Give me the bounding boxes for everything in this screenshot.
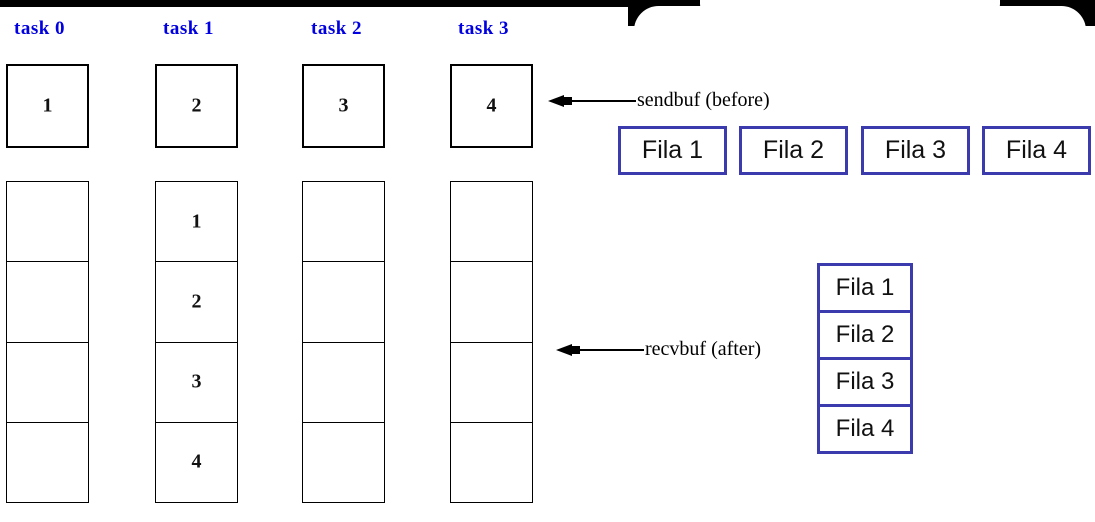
recvbuf-cell	[302, 421, 385, 503]
recvbuf-cell	[6, 181, 89, 262]
recvbuf-cell	[450, 261, 533, 342]
sendbuf-value-task-1: 2	[191, 94, 202, 117]
task-label-0: task 0	[14, 18, 66, 39]
top-black-band	[0, 0, 1095, 7]
recvbuf-cell	[302, 181, 385, 262]
sendbuf-value-task-2: 3	[338, 94, 349, 117]
recvbuf-cell	[6, 261, 89, 342]
recvbuf-annotation: recvbuf (after)	[645, 338, 762, 360]
task-label-1: task 1	[163, 18, 215, 39]
fila-stack-item-2: Fila 2	[817, 310, 913, 357]
recvbuf-cell	[450, 421, 533, 503]
fila-stack-item-2-label: Fila 2	[835, 321, 895, 348]
sendbuf-box-task-3: 4	[450, 64, 533, 148]
recvbuf-cell	[450, 341, 533, 422]
sendbuf-arrow-icon	[548, 95, 636, 107]
recvbuf-cell	[6, 341, 89, 422]
recvbuf-cell	[6, 421, 89, 503]
recvbuf-column-task-1: 1 2 3 4	[155, 181, 238, 503]
fila-box-row-3: Fila 3	[861, 126, 970, 175]
task-label-2: task 2	[311, 18, 363, 39]
recvbuf-column-task-2	[302, 181, 385, 503]
fila-stack-item-3: Fila 3	[817, 357, 913, 404]
fila-stack: Fila 1 Fila 2 Fila 3 Fila 4	[817, 263, 913, 454]
sendbuf-value-task-0: 1	[42, 94, 53, 117]
fila-box-row-1-label: Fila 1	[641, 136, 704, 164]
white-overlay-blob-secondary	[700, 0, 1000, 18]
recvbuf-cell	[302, 341, 385, 422]
sendbuf-box-task-0: 1	[6, 64, 89, 148]
recvbuf-value: 2	[191, 290, 202, 313]
sendbuf-value-task-3: 4	[486, 94, 497, 117]
fila-stack-item-3-label: Fila 3	[835, 368, 895, 395]
recvbuf-value: 3	[191, 370, 202, 393]
recvbuf-cell: 3	[155, 341, 238, 422]
recvbuf-cell: 4	[155, 421, 238, 503]
sendbuf-annotation: sendbuf (before)	[637, 89, 770, 111]
recvbuf-column-task-3	[450, 181, 533, 503]
sendbuf-box-task-1: 2	[155, 64, 238, 148]
fila-box-row-3-label: Fila 3	[884, 136, 947, 164]
fila-box-row-4-label: Fila 4	[1005, 136, 1068, 164]
recvbuf-arrow-icon	[556, 344, 644, 356]
sendbuf-box-task-2: 3	[302, 64, 385, 148]
fila-stack-item-4: Fila 4	[817, 404, 913, 454]
task-label-3: task 3	[458, 18, 510, 39]
recvbuf-cell: 2	[155, 261, 238, 342]
fila-stack-item-4-label: Fila 4	[835, 415, 895, 442]
recvbuf-cell	[450, 181, 533, 262]
fila-box-row-1: Fila 1	[618, 126, 727, 175]
recvbuf-cell	[302, 261, 385, 342]
fila-box-row-2-label: Fila 2	[762, 136, 825, 164]
recvbuf-column-task-0	[6, 181, 89, 503]
fila-box-row-2: Fila 2	[739, 126, 848, 175]
recvbuf-value: 1	[191, 210, 202, 233]
fila-stack-item-1: Fila 1	[817, 263, 913, 310]
fila-box-row-4: Fila 4	[982, 126, 1091, 175]
recvbuf-cell: 1	[155, 181, 238, 262]
fila-stack-item-1-label: Fila 1	[835, 274, 895, 301]
recvbuf-value: 4	[191, 450, 202, 473]
